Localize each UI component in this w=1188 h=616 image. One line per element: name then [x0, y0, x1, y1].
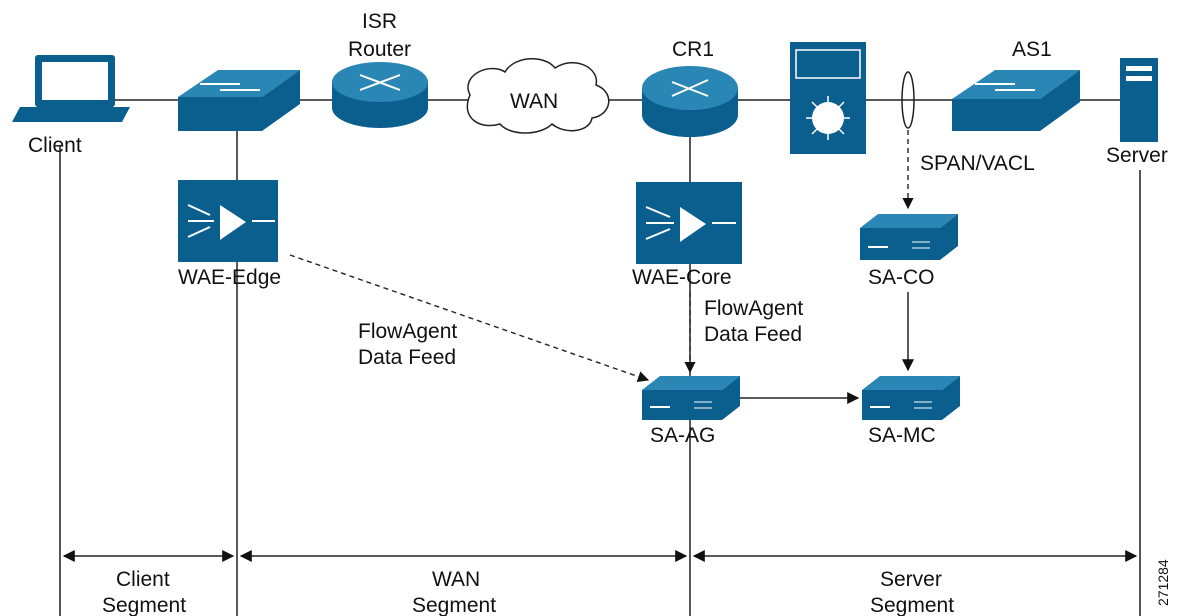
sa-co-label: SA-CO: [868, 266, 935, 289]
wae-edge-label: WAE-Edge: [178, 266, 281, 289]
wae-edge-icon: [178, 180, 278, 262]
as1-switch-icon: [952, 70, 1080, 131]
wan-cloud-icon: [466, 57, 610, 134]
isr-label: ISR: [362, 10, 397, 33]
router-label: Router: [348, 38, 411, 61]
figure-id: 271284: [1155, 559, 1171, 606]
sa-ag-label: SA-AG: [650, 424, 715, 447]
flowagent-left-line2: Data Feed: [358, 346, 456, 369]
flowagent-left-line1: FlowAgent: [358, 320, 457, 343]
isr-router-icon: [332, 62, 428, 128]
as1-label: AS1: [1012, 38, 1052, 61]
wan-segment-label-1: WAN: [432, 568, 480, 591]
flowagent-right-line2: Data Feed: [704, 323, 802, 346]
multilayer-switch-icon: [790, 42, 866, 154]
span-tap-icon: [901, 71, 915, 129]
sa-mc-icon: [862, 376, 960, 420]
laptop-icon: [12, 55, 130, 122]
wan-segment-label-2: Segment: [412, 594, 496, 616]
edge-switch-icon: [178, 70, 300, 131]
server-segment-label-2: Segment: [870, 594, 954, 616]
flowagent-edge-link: [289, 254, 650, 382]
server-label: Server: [1106, 144, 1168, 167]
sa-ag-icon: [642, 376, 740, 420]
flowagent-right-line1: FlowAgent: [704, 297, 803, 320]
sa-mc-label: SA-MC: [868, 424, 936, 447]
sa-co-icon: [860, 214, 958, 260]
wae-core-icon: [636, 182, 742, 264]
server-segment-label-1: Server: [880, 568, 942, 591]
cr1-label: CR1: [672, 38, 714, 61]
wae-core-label: WAE-Core: [632, 266, 732, 289]
client-segment-label-2: Segment: [102, 594, 186, 616]
cr1-router-icon: [642, 66, 738, 137]
span-vacl-label: SPAN/VACL: [920, 152, 1035, 175]
wan-cloud-label: WAN: [510, 90, 558, 113]
client-segment-label-1: Client: [116, 568, 170, 591]
server-icon: [1120, 58, 1158, 142]
client-label: Client: [28, 134, 82, 157]
